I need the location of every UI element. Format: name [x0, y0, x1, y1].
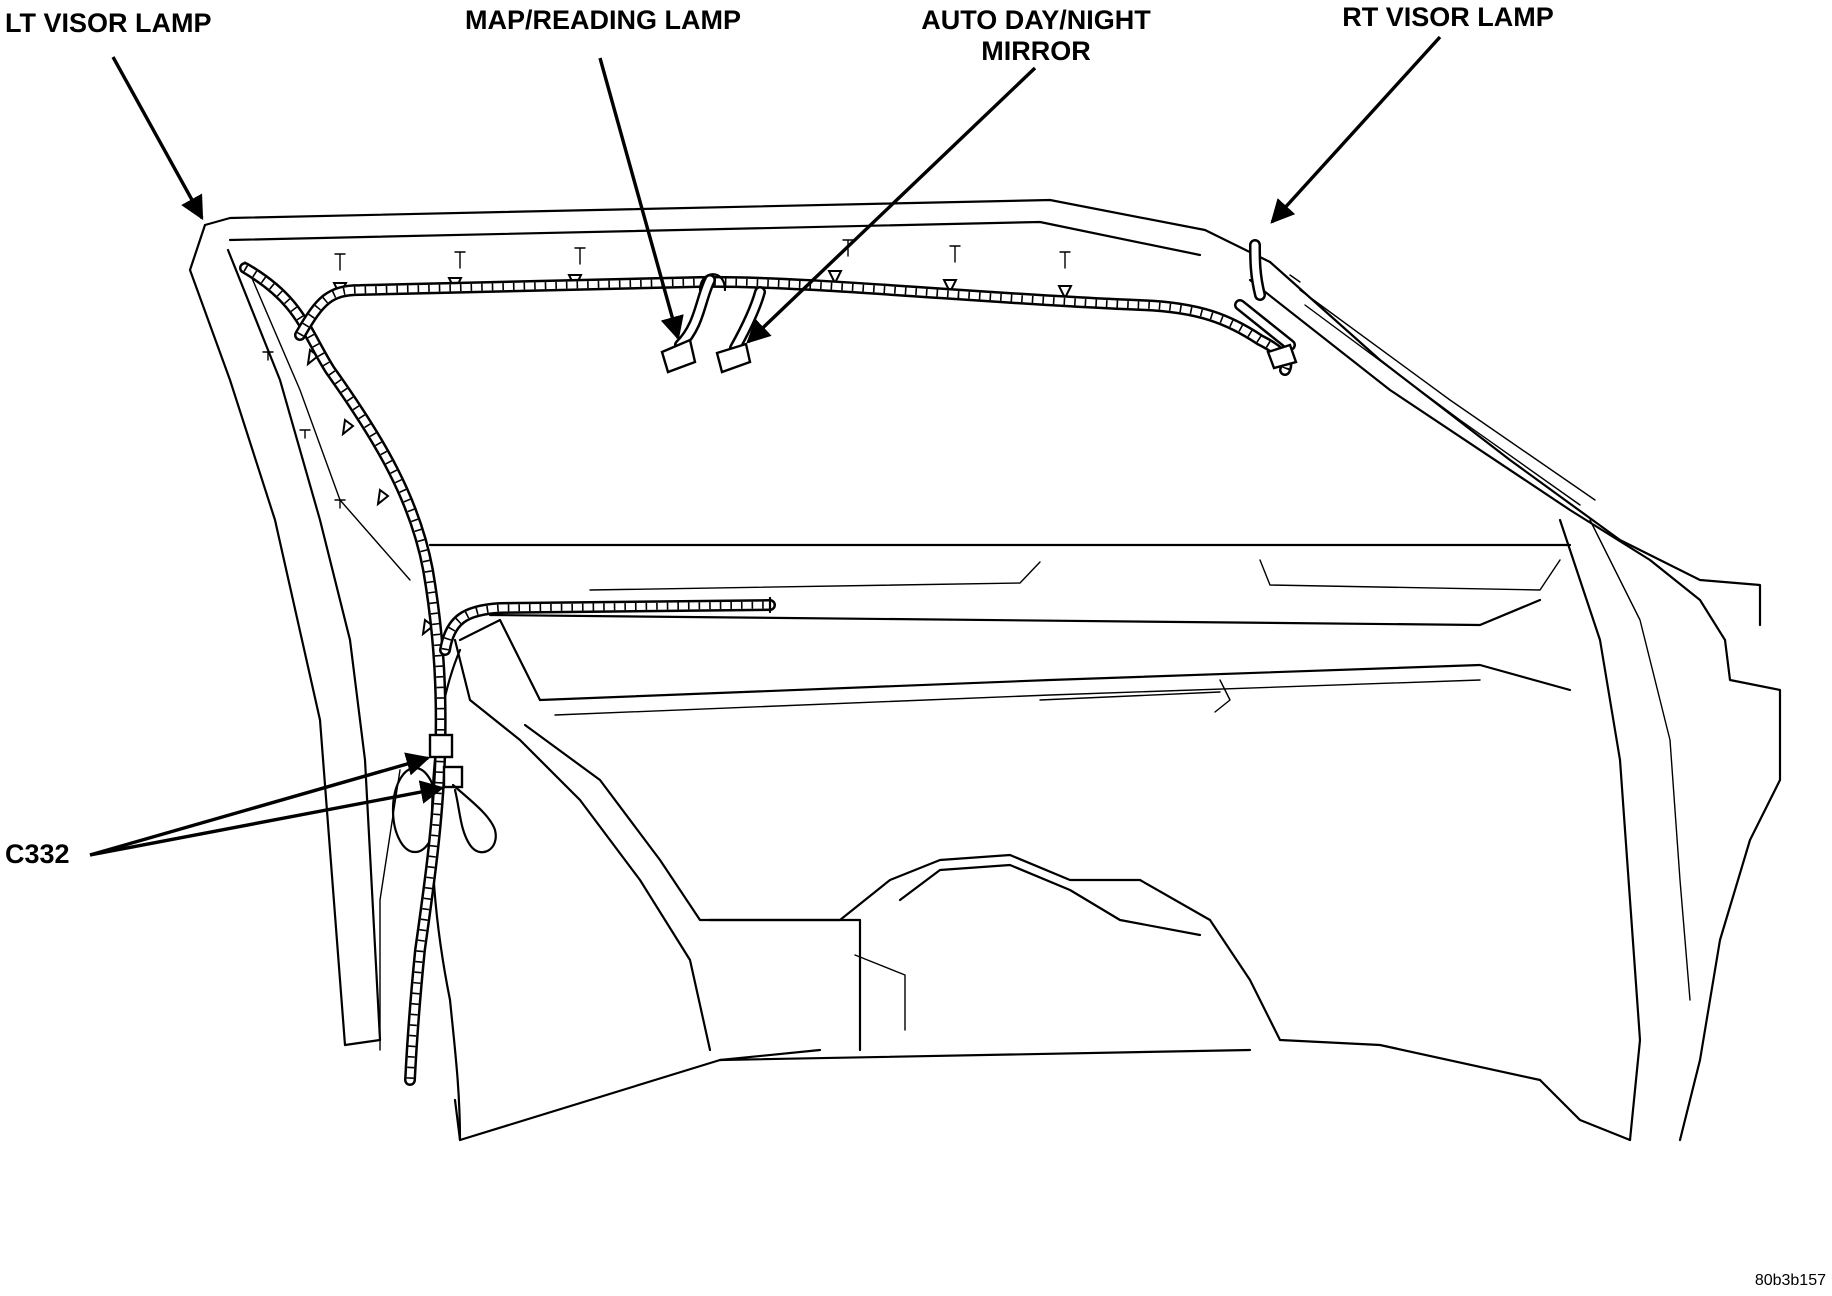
label-lt-visor-lamp: LT VISOR LAMP: [5, 8, 212, 38]
label-c332: C332: [5, 839, 70, 869]
leader-c332-upper: [89, 752, 431, 857]
leader-rt-visor: [1270, 35, 1442, 224]
label-rt-visor-lamp: RT VISOR LAMP: [1342, 2, 1554, 32]
label-auto-day-night-line2: MIRROR: [981, 36, 1091, 66]
wiring-harness: [239, 239, 1298, 1086]
figure-code: 80b3b157: [1755, 1272, 1826, 1289]
label-auto-day-night-line1: AUTO DAY/NIGHT: [921, 5, 1151, 35]
leader-auto-day-night: [746, 66, 1037, 344]
leader-lt-visor: [111, 56, 204, 221]
leader-map-reading: [598, 57, 684, 341]
vehicle-interior-outline: [188, 198, 1782, 1142]
leader-arrows: [89, 35, 1442, 857]
label-map-reading-lamp: MAP/READING LAMP: [465, 5, 741, 35]
leader-c332-lower: [89, 780, 445, 857]
